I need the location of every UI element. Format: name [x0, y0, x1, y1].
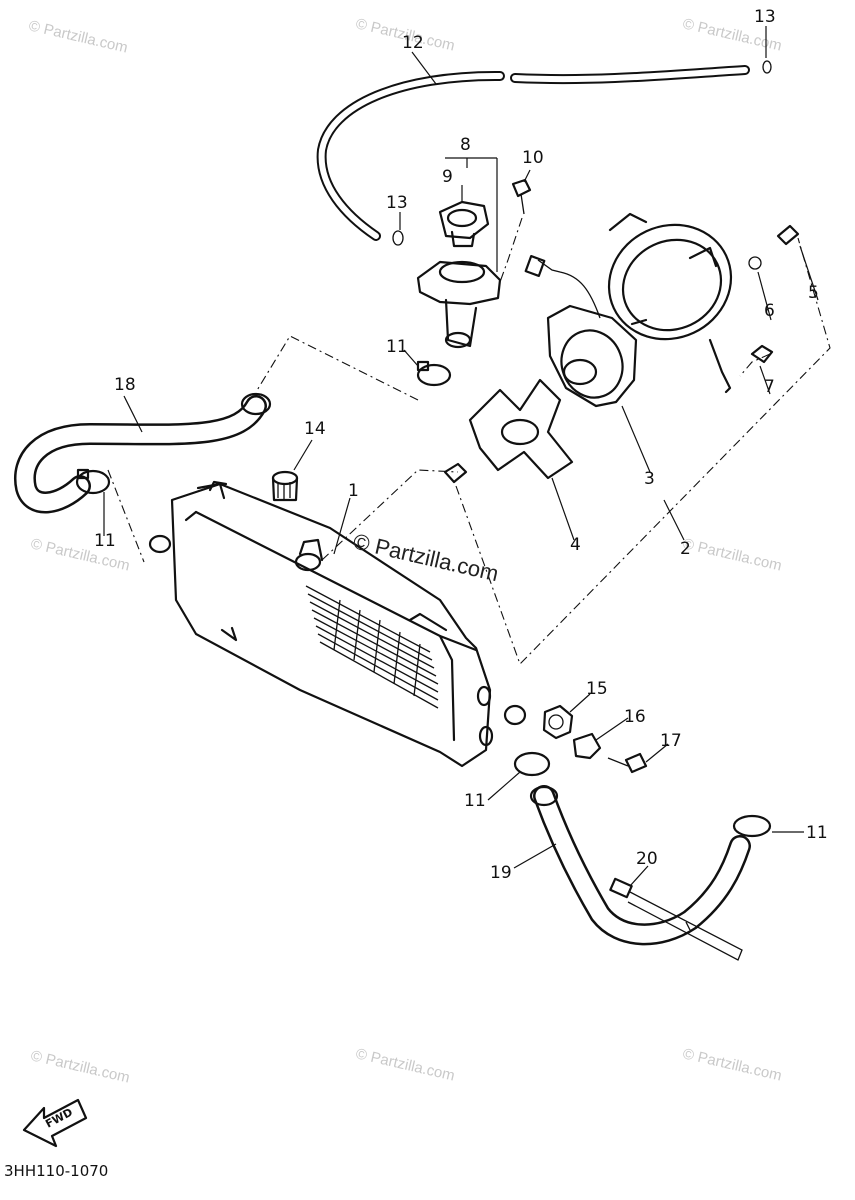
callout-19: 19: [490, 863, 512, 883]
callout-13-left: 13: [386, 193, 408, 213]
bolt-icon: [511, 178, 532, 215]
cable-tie-icon: [609, 877, 743, 961]
watermark-mid-right: © Partzilla.com: [681, 535, 783, 574]
lower-hose: [529, 785, 751, 946]
callout-15: 15: [586, 679, 608, 699]
callouts: 12 13 8 9 10 13 11 18 14 1 5 6 7 3 2 4 1…: [94, 7, 828, 883]
grommet-icon: [503, 704, 648, 774]
callout-2: 2: [680, 539, 691, 559]
callout-11-bottom: 11: [464, 791, 486, 811]
callout-9: 9: [442, 167, 453, 187]
callout-10: 10: [522, 148, 544, 168]
watermark-top-left: © Partzilla.com: [27, 17, 129, 56]
fan-blade-icon: [468, 378, 574, 480]
radiator-icon: [148, 480, 494, 768]
assembly-lines: [107, 217, 831, 666]
callout-1: 1: [348, 481, 359, 501]
callout-5: 5: [808, 283, 819, 303]
upper-hose: [14, 392, 272, 514]
callout-7: 7: [764, 377, 775, 397]
callout-3: 3: [644, 469, 655, 489]
radiator-core-fins: [305, 585, 439, 709]
callout-16: 16: [624, 707, 646, 727]
callout-13-top: 13: [754, 7, 776, 27]
callout-18: 18: [114, 375, 136, 395]
callout-11-left: 11: [94, 531, 116, 551]
watermark-center: © Partzilla.com: [351, 529, 501, 587]
fan-shroud-icon: [607, 212, 733, 394]
filler-neck-icon: [416, 260, 502, 349]
filler-cap-icon: [271, 470, 322, 572]
callout-20: 20: [636, 849, 658, 869]
fan-motor-icon: [524, 254, 638, 408]
callout-11-right: 11: [806, 823, 828, 843]
fwd-arrow-icon: FWD: [22, 1098, 88, 1148]
callout-14: 14: [304, 419, 326, 439]
bolt-small-icon: [443, 224, 800, 484]
callout-11-top: 11: [386, 337, 408, 357]
callout-6: 6: [764, 301, 775, 321]
radiator-cap-icon: [438, 200, 490, 248]
watermark-bottom-right: © Partzilla.com: [681, 1045, 783, 1084]
callout-12: 12: [402, 33, 424, 53]
callout-17: 17: [660, 731, 682, 751]
breather-hose: [316, 65, 750, 241]
watermark-bottom-left: © Partzilla.com: [29, 1047, 131, 1086]
callout-4: 4: [570, 535, 581, 555]
callout-8: 8: [460, 135, 471, 155]
watermark-mid-left: © Partzilla.com: [29, 535, 131, 574]
hose-clip-icon: [392, 60, 772, 246]
watermark-bottom-center: © Partzilla.com: [354, 1045, 456, 1084]
diagram-code: 3HH110-1070: [4, 1162, 108, 1180]
leader-lines: [103, 26, 819, 887]
